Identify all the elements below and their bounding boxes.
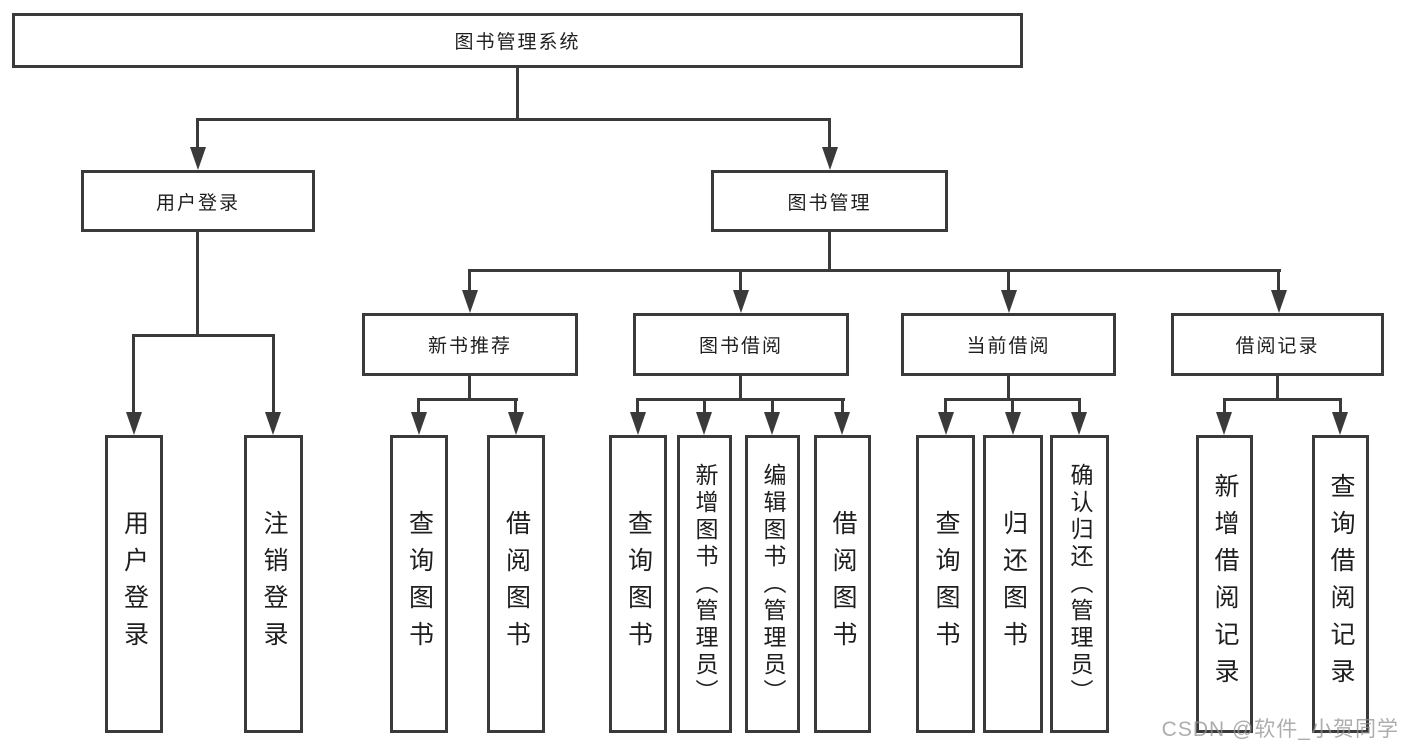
node-label: 查询图书 [405, 510, 434, 658]
connector-line [132, 334, 135, 414]
node-label: 新增借阅记录 [1211, 473, 1239, 695]
leaf-search-books-recommend: 查询图书 [390, 435, 448, 733]
connector-line [272, 334, 275, 414]
node-label: 新增图书（管理员） [692, 462, 718, 706]
node-label: 确认归还（管理员） [1067, 462, 1093, 706]
connector-line [703, 398, 706, 414]
arrow-down-icon [190, 147, 206, 170]
node-book-management: 图书管理 [711, 170, 948, 232]
connector-line [417, 398, 518, 401]
arrow-down-icon [462, 290, 478, 313]
connector-line [468, 376, 471, 400]
arrow-down-icon [1071, 412, 1087, 435]
arrow-down-icon [1271, 290, 1287, 313]
connector-line [196, 118, 199, 150]
connector-line [1007, 376, 1010, 400]
arrow-down-icon [1216, 412, 1232, 435]
connector-line [468, 269, 471, 292]
node-borrow-records: 借阅记录 [1171, 313, 1384, 376]
leaf-borrow-books: 借阅图书 [814, 435, 871, 733]
arrow-down-icon [265, 412, 281, 435]
node-root: 图书管理系统 [12, 13, 1023, 68]
connector-line [636, 398, 845, 401]
leaf-user-login: 用户登录 [105, 435, 163, 733]
node-new-book-recommend: 新书推荐 [362, 313, 578, 376]
connector-line [1339, 398, 1342, 413]
connector-line [1078, 398, 1081, 414]
connector-line [132, 334, 275, 337]
node-label: 查询借阅记录 [1327, 473, 1355, 695]
connector-line [1223, 398, 1342, 401]
node-label: 归还图书 [999, 510, 1028, 658]
arrow-down-icon [834, 412, 850, 435]
connector-line [841, 398, 844, 414]
leaf-borrow-books-recommend: 借阅图书 [487, 435, 545, 733]
arrow-down-icon [1005, 412, 1021, 435]
arrow-down-icon [764, 412, 780, 435]
csdn-watermark: CSDN @软件_小贺同学 [1161, 718, 1399, 741]
connector-line [739, 376, 742, 400]
arrow-down-icon [411, 412, 427, 435]
leaf-confirm-return-admin: 确认归还（管理员） [1050, 435, 1109, 733]
connector-line [739, 269, 742, 292]
leaf-search-borrow-record: 查询借阅记录 [1312, 435, 1369, 733]
connector-line [196, 118, 831, 121]
arrow-down-icon [1332, 412, 1348, 435]
leaf-return-book: 归还图书 [983, 435, 1043, 733]
arrow-down-icon [696, 412, 712, 435]
node-label: 注销登录 [260, 510, 288, 658]
leaf-search-books-borrow: 查询图书 [609, 435, 667, 733]
arrow-down-icon [126, 412, 142, 435]
arrow-down-icon [1001, 290, 1017, 313]
node-book-borrow: 图书借阅 [633, 313, 849, 376]
node-label: 借阅图书 [502, 510, 531, 658]
connector-line [771, 398, 774, 414]
connector-line [1277, 269, 1280, 292]
connector-line [1223, 398, 1226, 413]
leaf-add-borrow-record: 新增借阅记录 [1196, 435, 1253, 733]
node-current-borrow: 当前借阅 [901, 313, 1116, 376]
leaf-logout: 注销登录 [244, 435, 303, 733]
node-user-login: 用户登录 [81, 170, 315, 232]
connector-line [514, 398, 517, 414]
connector-line [196, 232, 199, 336]
connector-line [1007, 269, 1010, 292]
node-label: 查询图书 [624, 510, 653, 658]
leaf-edit-book-admin: 编辑图书（管理员） [745, 435, 800, 733]
arrow-down-icon [733, 290, 749, 313]
arrow-down-icon [822, 147, 838, 170]
connector-line [828, 118, 831, 150]
node-label: 用户登录 [120, 510, 149, 658]
connector-line [417, 398, 420, 414]
arrow-down-icon [938, 412, 954, 435]
leaf-add-book-admin: 新增图书（管理员） [677, 435, 732, 733]
node-label: 借阅图书 [829, 510, 857, 658]
connector-line [1011, 398, 1014, 414]
connector-line [516, 68, 519, 120]
arrow-down-icon [508, 412, 524, 435]
leaf-search-books-current: 查询图书 [916, 435, 975, 733]
connector-line [1276, 376, 1279, 400]
connector-line [468, 269, 1281, 272]
connector-line [944, 398, 947, 414]
node-label: 查询图书 [932, 510, 960, 658]
node-label: 编辑图书（管理员） [760, 462, 786, 706]
arrow-down-icon [630, 412, 646, 435]
connector-line [828, 232, 831, 271]
connector-line [636, 398, 639, 414]
